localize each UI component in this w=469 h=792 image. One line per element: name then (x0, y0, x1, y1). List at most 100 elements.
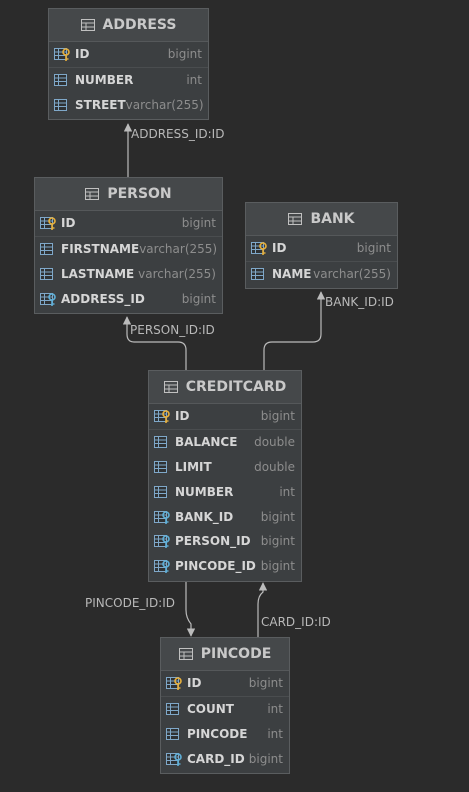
column-row[interactable]: ADDRESS_ID bigint (35, 286, 222, 311)
column-icon (250, 266, 268, 282)
table-icon (288, 213, 303, 225)
column-type: bigint (248, 751, 283, 766)
entity-title: PINCODE (200, 646, 272, 662)
column-icon (153, 484, 171, 500)
column-type: varchar(255) (139, 242, 218, 257)
entity-header: ADDRESS (49, 9, 208, 42)
column-row[interactable]: ID bigint (149, 404, 301, 430)
column-type: bigint (167, 47, 202, 62)
relation-creditcard-pincode (185, 581, 196, 637)
entity-title: PERSON (107, 186, 172, 202)
column-type: bigint (260, 509, 295, 524)
column-name: LASTNAME (61, 266, 135, 281)
column-type: double (254, 459, 295, 474)
relation-pincode-card (257, 582, 268, 638)
foreign-key-icon (153, 558, 171, 574)
column-row[interactable]: ID bigint (49, 42, 208, 68)
column-type: varchar(255) (125, 97, 204, 112)
column-name: CARD_ID (187, 751, 245, 766)
column-type: int (186, 73, 202, 88)
entity-title: CREDITCARD (185, 379, 287, 395)
column-row[interactable]: PINCODE int (161, 722, 289, 747)
column-name: ID (75, 47, 90, 62)
column-row[interactable]: ID bigint (35, 211, 222, 237)
entity-header: PERSON (35, 178, 222, 211)
column-type: bigint (356, 241, 391, 256)
foreign-key-icon (153, 509, 171, 525)
relation-creditcard-person (122, 316, 187, 371)
column-name: PINCODE_ID (175, 559, 256, 574)
column-type: bigint (181, 291, 216, 306)
column-type: bigint (260, 534, 295, 549)
column-row[interactable]: ID bigint (161, 671, 289, 697)
column-icon (165, 726, 183, 742)
column-type: int (279, 484, 295, 499)
column-row[interactable]: ID bigint (246, 236, 397, 262)
primary-key-icon (153, 408, 171, 424)
column-name: ID (175, 409, 190, 424)
column-name: BALANCE (175, 435, 238, 450)
column-row[interactable]: BALANCE double (149, 430, 301, 455)
column-name: NUMBER (75, 73, 134, 88)
primary-key-icon (53, 46, 71, 62)
entity-header: PINCODE (161, 638, 289, 671)
column-type: bigint (248, 676, 283, 691)
column-type: bigint (181, 216, 216, 231)
foreign-key-icon (39, 291, 57, 307)
column-row[interactable]: COUNT int (161, 697, 289, 722)
relation-label-person: PERSON_ID:ID (130, 323, 215, 337)
column-row[interactable]: NUMBER int (149, 479, 301, 504)
column-name: BANK_ID (175, 509, 234, 524)
column-name: ADDRESS_ID (61, 291, 145, 306)
column-icon (53, 97, 71, 113)
column-icon (153, 459, 171, 475)
column-name: ID (61, 216, 76, 231)
column-type: bigint (260, 409, 295, 424)
column-row[interactable]: PINCODE_ID bigint (149, 554, 301, 579)
column-row[interactable]: NUMBER int (49, 68, 208, 93)
column-row[interactable]: BANK_ID bigint (149, 504, 301, 529)
column-type: varchar(255) (313, 267, 391, 282)
column-name: ID (272, 241, 287, 256)
column-type: double (254, 435, 295, 450)
entity-header: CREDITCARD (149, 371, 301, 404)
column-type: bigint (260, 559, 295, 574)
column-icon (39, 241, 57, 257)
relation-label-bank: BANK_ID:ID (325, 295, 394, 309)
relation-label-card: CARD_ID:ID (261, 615, 331, 629)
column-name: STREET (75, 97, 126, 112)
column-type: int (267, 726, 283, 741)
column-name: FIRSTNAME (61, 242, 140, 257)
relation-label-pincode: PINCODE_ID:ID (85, 596, 175, 610)
column-name: NUMBER (175, 484, 234, 499)
entity-header: BANK (246, 203, 397, 236)
primary-key-icon (250, 240, 268, 256)
column-name: ID (187, 676, 202, 691)
table-icon (85, 188, 100, 200)
column-type: int (267, 702, 283, 717)
column-name: PERSON_ID (175, 534, 251, 549)
column-name: COUNT (187, 702, 234, 717)
table-icon (178, 648, 193, 660)
relation-creditcard-bank (263, 291, 326, 371)
column-name: PINCODE (187, 726, 248, 741)
column-row[interactable]: PERSON_ID bigint (149, 529, 301, 554)
column-icon (153, 434, 171, 450)
